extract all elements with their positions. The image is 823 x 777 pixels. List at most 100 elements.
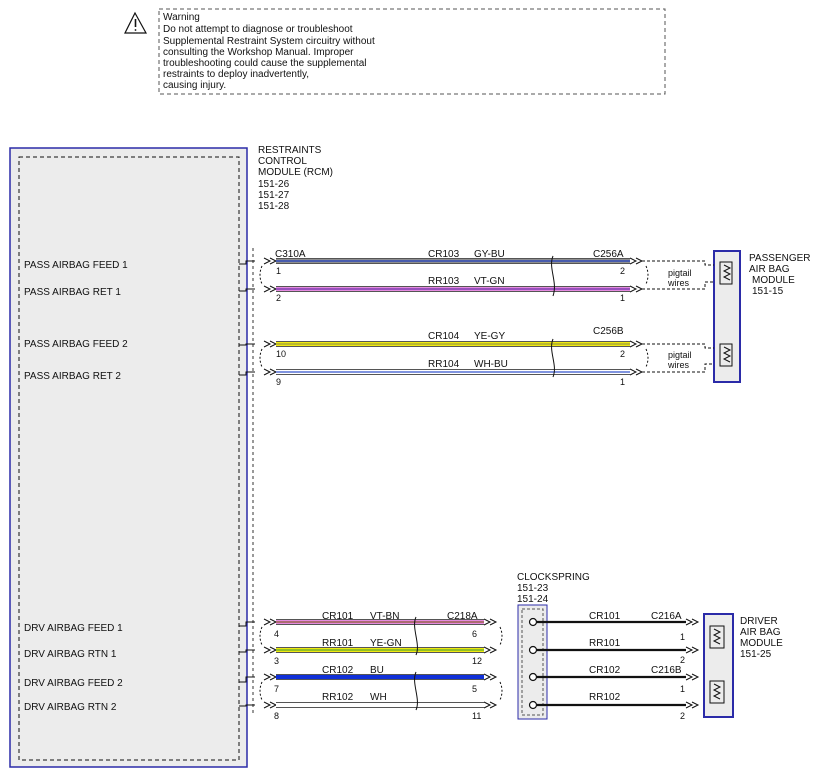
- pin-number: 5: [472, 684, 477, 694]
- connector-c218a-label: C218A: [447, 611, 478, 622]
- connector-c256a-label: C256A: [593, 249, 624, 260]
- svg-text:PASS AIRBAG FEED 2: PASS AIRBAG FEED 2: [24, 339, 128, 350]
- wire-circuit-label: RR102: [322, 692, 354, 703]
- svg-text:CONTROL: CONTROL: [258, 156, 307, 167]
- connector-c216a-label: C216A: [651, 611, 682, 622]
- rcm-label: 151-26: [258, 179, 290, 190]
- rcm-label: CONTROL: [258, 156, 307, 167]
- svg-text:DRV AIRBAG RTN 1: DRV AIRBAG RTN 1: [24, 649, 117, 660]
- driver-module-body: [703, 613, 734, 718]
- svg-text:YE-GY: YE-GY: [474, 331, 505, 342]
- connector-brackets: [259, 265, 649, 701]
- svg-text:151-27: 151-27: [258, 190, 290, 201]
- svg-text:RR102: RR102: [589, 692, 621, 703]
- pin-number: 1: [620, 293, 625, 303]
- pin-number: 12: [472, 656, 482, 666]
- pin-number: 1: [680, 684, 685, 694]
- pin-number: 2: [620, 266, 625, 276]
- svg-text:7: 7: [274, 684, 279, 694]
- pin-number: 4: [274, 629, 279, 639]
- wire-color-label: WH: [370, 692, 387, 703]
- svg-text:VT-GN: VT-GN: [474, 276, 505, 287]
- pin-number: 3: [274, 656, 279, 666]
- driver-airbag-module: DRIVER AIR BAG MODULE 151-25: [703, 613, 783, 718]
- pin-number: 9: [276, 377, 281, 387]
- driver-side-wires: [537, 620, 686, 707]
- pin-number: 2: [276, 293, 281, 303]
- warning-line: Warning: [163, 12, 200, 23]
- svg-text:CR103: CR103: [428, 249, 460, 260]
- wire-circuit-label: CR102: [589, 665, 621, 676]
- pin-number: 6: [472, 629, 477, 639]
- svg-text:C216B: C216B: [651, 665, 682, 676]
- svg-text:CR104: CR104: [428, 331, 460, 342]
- rcm-outer-border: [9, 147, 248, 768]
- rcm-pin-label: DRV AIRBAG RTN 1: [24, 649, 117, 660]
- svg-text:BU: BU: [370, 665, 384, 676]
- svg-text:C256B: C256B: [593, 326, 624, 337]
- rcm-label: RESTRAINTS: [258, 145, 322, 156]
- svg-text:2: 2: [276, 293, 281, 303]
- wire-circuit-label: CR103: [428, 249, 460, 260]
- driver-module-label: MODULE: [740, 638, 783, 649]
- svg-text:C310A: C310A: [275, 249, 306, 260]
- svg-text:151-24: 151-24: [517, 594, 549, 605]
- svg-text:1: 1: [680, 684, 685, 694]
- wire-circuit-label: CR101: [589, 611, 621, 622]
- pin-number: 7: [274, 684, 279, 694]
- passenger-module-label: MODULE: [752, 275, 795, 286]
- pin-number: 2: [620, 349, 625, 359]
- svg-text:PASS AIRBAG FEED 1: PASS AIRBAG FEED 1: [24, 260, 128, 271]
- svg-text:MODULE: MODULE: [740, 638, 783, 649]
- driver-module-label: AIR BAG: [740, 627, 781, 638]
- svg-text:C216A: C216A: [651, 611, 682, 622]
- svg-text:AIR BAG: AIR BAG: [749, 264, 790, 275]
- svg-text:RR104: RR104: [428, 359, 460, 370]
- svg-text:Supplemental Restraint System: Supplemental Restraint System circuitry …: [163, 36, 375, 47]
- svg-text:10: 10: [276, 349, 286, 359]
- twist-marker-drv-2: [414, 671, 418, 711]
- svg-text:8: 8: [274, 711, 279, 721]
- wire-color-label: YE-GN: [370, 638, 402, 649]
- rcm-pin-label: PASS AIRBAG RET 1: [24, 287, 121, 298]
- svg-text:CLOCKSPRING: CLOCKSPRING: [517, 572, 590, 583]
- svg-text:VT-BN: VT-BN: [370, 611, 399, 622]
- pin-number: 1: [620, 377, 625, 387]
- rcm-pin-label: PASS AIRBAG FEED 2: [24, 339, 128, 350]
- wire-circuit-label: RR102: [589, 692, 621, 703]
- svg-text:3: 3: [274, 656, 279, 666]
- svg-text:1: 1: [620, 377, 625, 387]
- pigtail-leads: [642, 260, 714, 373]
- wire-circuit-label: CR104: [428, 331, 460, 342]
- rcm-label: 151-28: [258, 201, 290, 212]
- pin-number: 11: [472, 711, 481, 721]
- driver-squib-icon: [709, 625, 725, 704]
- svg-text:pigtail: pigtail: [668, 268, 692, 278]
- svg-text:CR101: CR101: [589, 611, 621, 622]
- svg-text:1: 1: [276, 266, 281, 276]
- rcm-module: RESTRAINTS CONTROL MODULE (RCM) 151-26 1…: [9, 145, 333, 768]
- clockspring-label: 151-23: [517, 583, 549, 594]
- clockspring-label: CLOCKSPRING: [517, 572, 590, 583]
- twist-markers: [414, 255, 555, 711]
- svg-text:MODULE: MODULE: [752, 275, 795, 286]
- svg-text:6: 6: [472, 629, 477, 639]
- connector-c310a-label: C310A: [275, 249, 306, 260]
- rcm-label: MODULE (RCM): [258, 167, 333, 178]
- pigtail-label: pigtail: [668, 350, 692, 360]
- svg-text:wires: wires: [667, 278, 690, 288]
- wire-color-label: VT-GN: [474, 276, 505, 287]
- wire-circuit-label: CR102: [322, 665, 354, 676]
- wire-layer: [276, 258, 630, 708]
- rcm-pin-label: PASS AIRBAG FEED 1: [24, 260, 128, 271]
- warning-line: restraints to deploy inadvertently,: [163, 69, 309, 80]
- pin-number: 1: [276, 266, 281, 276]
- svg-text:RR101: RR101: [589, 638, 621, 649]
- svg-text:2: 2: [620, 266, 625, 276]
- svg-text:AIR BAG: AIR BAG: [740, 627, 781, 638]
- connector-c256b-label: C256B: [593, 326, 624, 337]
- svg-text:troubleshooting could cause th: troubleshooting could cause the suppleme…: [163, 58, 366, 69]
- warning-line: causing injury.: [163, 80, 226, 91]
- wire-color-label: BU: [370, 665, 384, 676]
